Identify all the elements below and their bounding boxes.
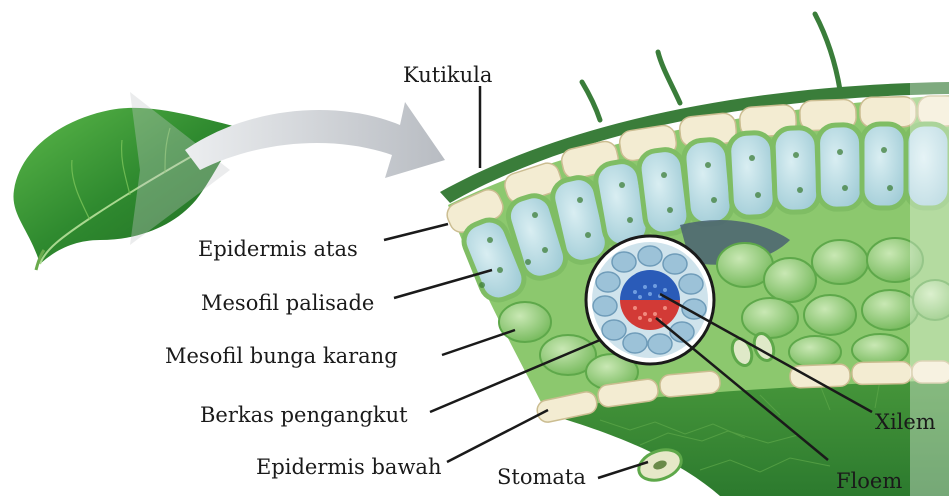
label-kutikula: Kutikula bbox=[403, 63, 492, 87]
leader-mesofil-bunga-karang bbox=[442, 330, 515, 355]
label-floem: Floem bbox=[836, 469, 902, 493]
label-epidermis-bawah: Epidermis bawah bbox=[256, 455, 441, 479]
label-mesofil-bunga-karang: Mesofil bunga karang bbox=[165, 344, 398, 368]
leader-epidermis-atas bbox=[384, 224, 448, 240]
cross-section bbox=[440, 14, 949, 496]
vascular-bundle bbox=[586, 236, 714, 364]
label-xilem: Xilem bbox=[875, 410, 936, 434]
label-berkas-pengangkut: Berkas pengangkut bbox=[200, 403, 408, 427]
leader-epidermis-bawah bbox=[447, 410, 548, 462]
label-epidermis-atas: Epidermis atas bbox=[198, 237, 358, 261]
label-stomata: Stomata bbox=[497, 465, 586, 489]
label-mesofil-palisade: Mesofil palisade bbox=[201, 291, 374, 315]
